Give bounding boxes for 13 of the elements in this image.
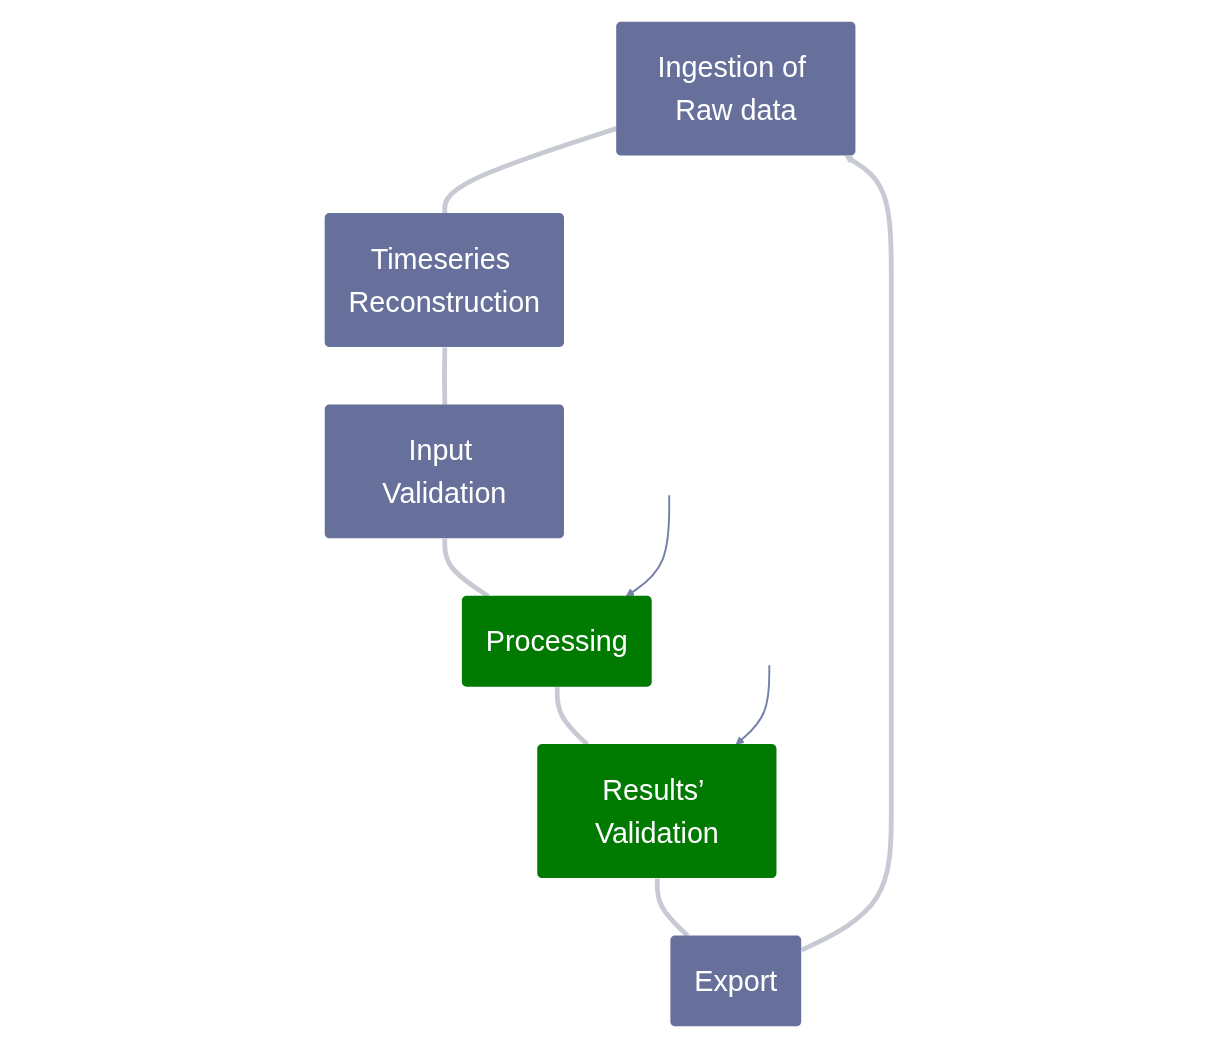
node-box: Input Validation (324, 403, 564, 538)
connector (442, 538, 490, 598)
connector (554, 686, 589, 746)
node-box: Processing (461, 595, 652, 687)
node-box: Results’ Validation (537, 743, 777, 878)
connector (442, 346, 448, 405)
node-box: Ingestion of Raw data (616, 21, 856, 156)
arrow (625, 493, 671, 597)
arrow (800, 155, 894, 952)
node-box: Timeseries Reconstruction (324, 212, 564, 347)
node-box: Export (670, 934, 802, 1026)
arrow (735, 663, 771, 745)
connector (442, 125, 618, 214)
